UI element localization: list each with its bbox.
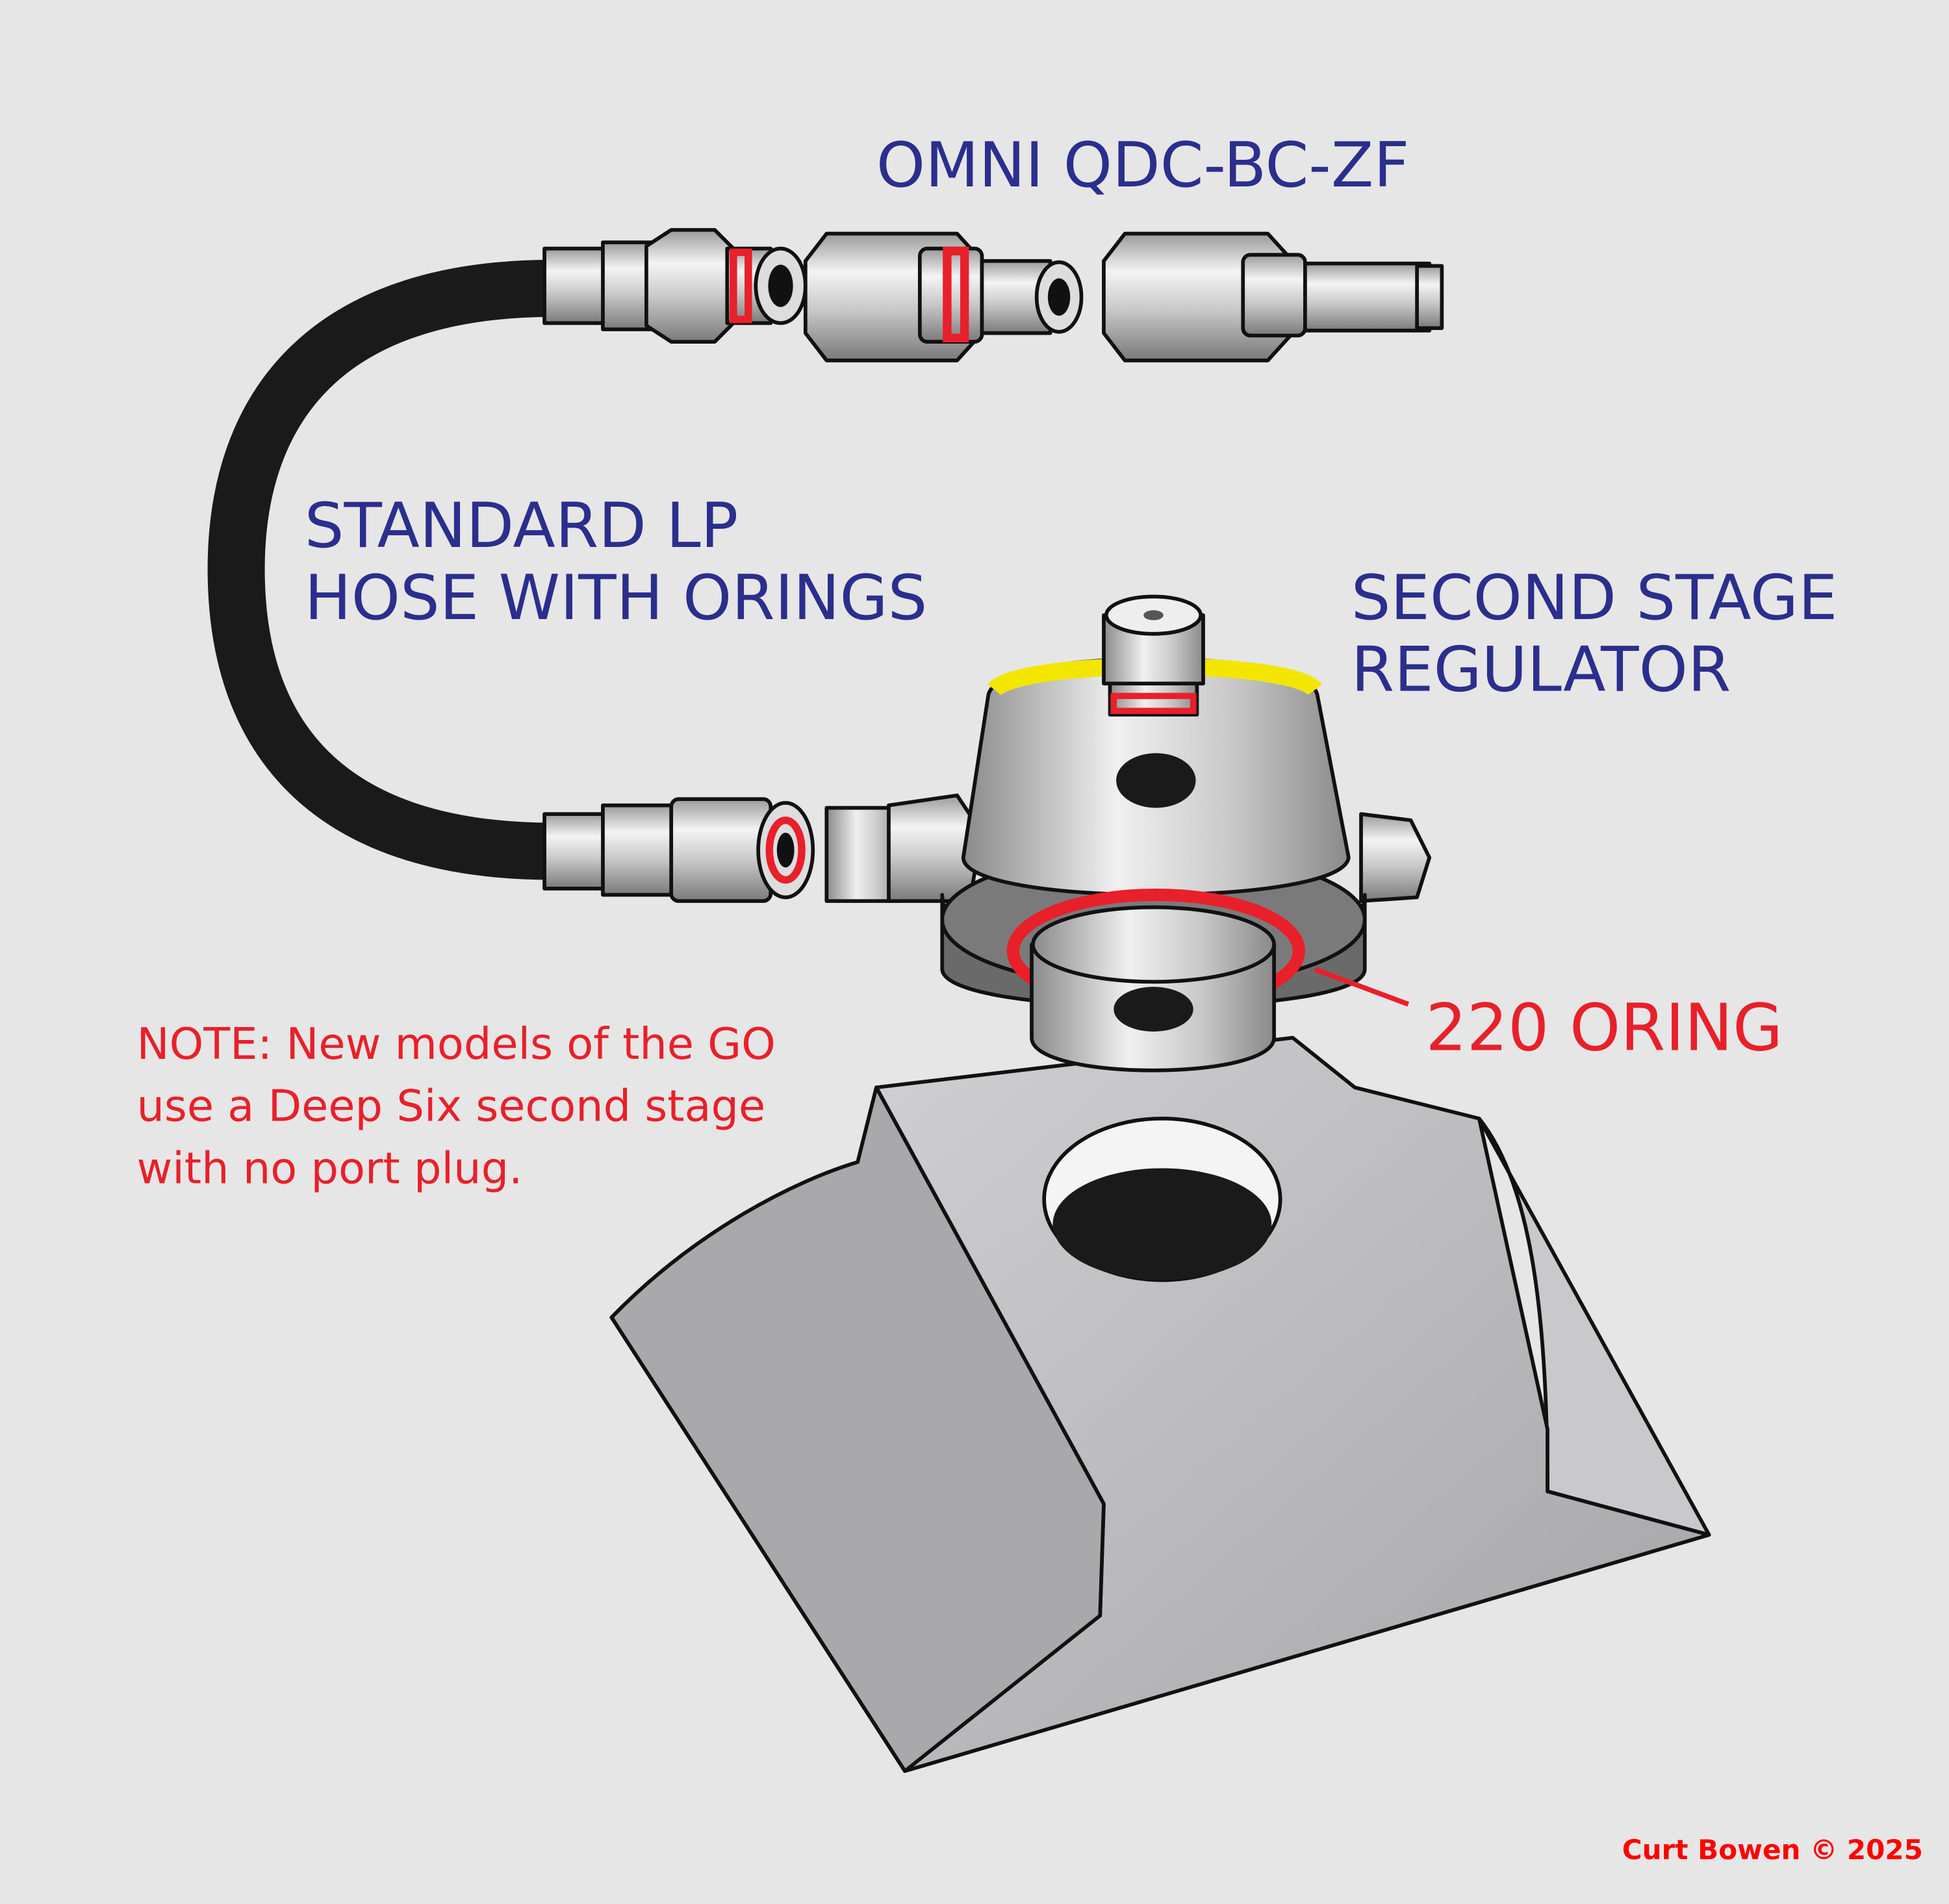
omni-coupler-male [1102,231,1444,362]
oring-label: 220 ORING [1425,991,1783,1066]
credit: Curt Bowen © 2025 [1622,1834,1923,1866]
hose-fitting-top [542,228,808,344]
mounting-base [609,1035,1711,1773]
note-line1: NOTE: New models of the GO [137,1019,776,1069]
coupler-label: OMNI QDC-BC-ZF [876,129,1410,201]
lp-hose [207,259,554,880]
hose-label-line2: HOSE WITH ORINGS [305,561,928,634]
note-line2: use a Deep Six second stage [137,1081,766,1132]
hose-label-line1: STANDARD LP [305,489,739,562]
second-stage-regulator [824,594,1432,1073]
hose-fitting-bottom [542,797,815,903]
note-line3: with no port plug. [137,1143,523,1193]
omni-coupler-female [803,231,1084,362]
regulator-label-line2: REGULATOR [1351,633,1731,706]
regulator-label-line1: SECOND STAGE [1351,561,1838,634]
